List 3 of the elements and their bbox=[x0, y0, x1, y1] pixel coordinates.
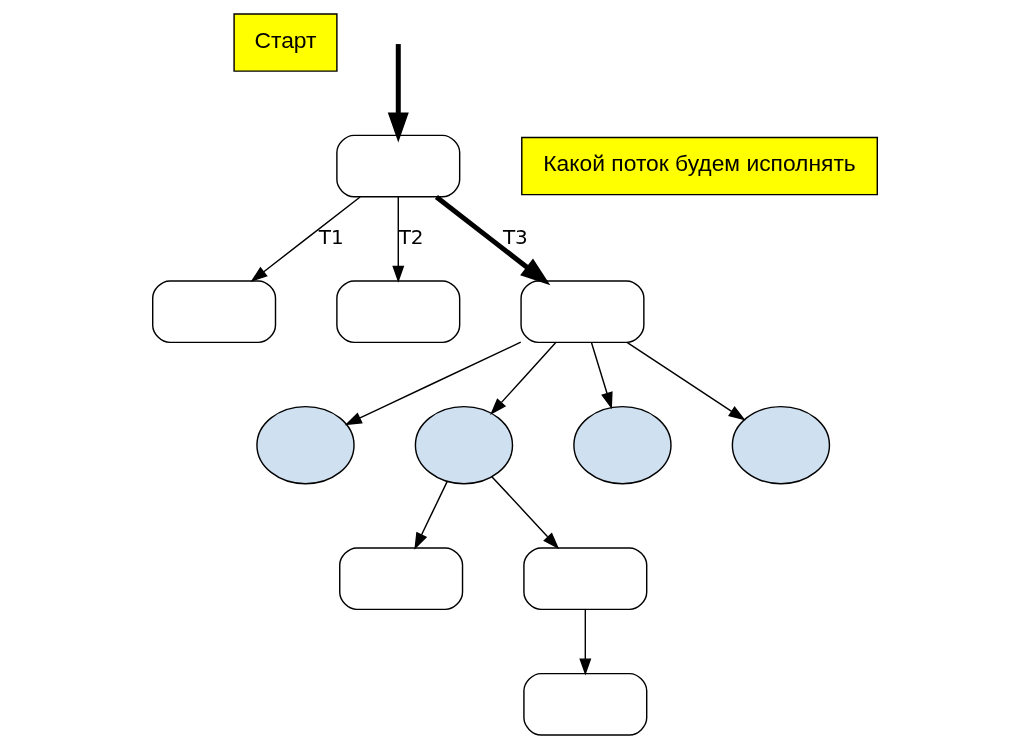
edge-label: T2 bbox=[398, 225, 424, 250]
edge-label: T3 bbox=[502, 225, 528, 250]
edge-label: T1 bbox=[318, 225, 344, 250]
